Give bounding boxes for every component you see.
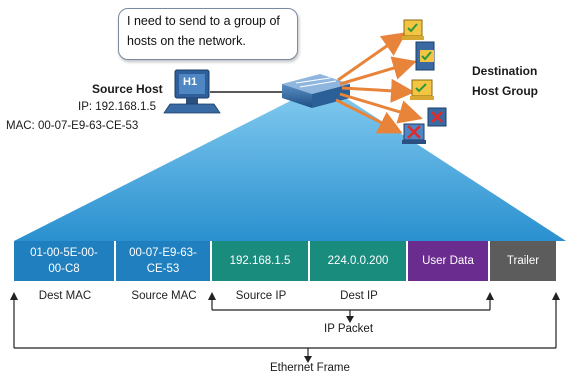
destination-host-5-icon xyxy=(402,123,426,144)
ethernet-frame-label: Ethernet Frame xyxy=(270,362,350,374)
label-dest-mac: Dest MAC xyxy=(38,290,92,302)
dest-mac-line-1: 01-00-5E-00- xyxy=(30,247,98,259)
destination-title-line-1: Destination xyxy=(472,64,538,78)
speech-line-2: hosts on the network. xyxy=(127,34,246,48)
speech-line-1: I need to send to a group of xyxy=(127,14,280,28)
switch-icon xyxy=(282,74,350,108)
ip-packet-label: IP Packet xyxy=(324,323,374,335)
dest-ip-value: 224.0.0.200 xyxy=(327,255,389,267)
destination-title-line-2: Host Group xyxy=(472,84,538,98)
source-mac-line-1: 00-07-E9-63- xyxy=(129,247,197,259)
destination-host-1-icon xyxy=(402,19,424,40)
destination-host-2-icon xyxy=(415,41,435,71)
source-host-pc-icon xyxy=(163,69,221,114)
source-mac: MAC: 00-07-E9-63-CE-53 xyxy=(6,120,139,132)
frame-field-source-ip: 192.168.1.5 xyxy=(212,241,310,281)
frame-field-dest-ip: 224.0.0.200 xyxy=(310,241,408,281)
label-source-mac: Source MAC xyxy=(131,290,197,302)
label-dest-ip: Dest IP xyxy=(340,290,378,302)
source-host-title: Source Host xyxy=(92,82,163,96)
dest-mac-line-2: 00-C8 xyxy=(48,263,80,275)
frame-field-source-mac: 00-07-E9-63- CE-53 xyxy=(116,241,212,281)
destination-host-4-icon xyxy=(427,107,447,127)
label-source-ip: Source IP xyxy=(235,290,287,302)
frame-expansion-beam xyxy=(14,96,566,241)
source-ip-value: 192.168.1.5 xyxy=(229,255,291,267)
frame-field-dest-mac: 01-00-5E-00- 00-C8 xyxy=(14,241,116,281)
frame-field-user-data: User Data xyxy=(408,241,490,281)
destination-host-3-icon xyxy=(410,79,434,100)
source-mac-line-2: CE-53 xyxy=(146,263,180,275)
trailer-value: Trailer xyxy=(506,255,540,267)
host-label: H1 xyxy=(183,76,198,88)
frame-field-trailer: Trailer xyxy=(490,241,556,281)
speech-bubble: I need to send to a group of hosts on th… xyxy=(118,8,298,60)
multicast-arrows xyxy=(335,32,423,134)
user-data-value: User Data xyxy=(422,255,474,267)
source-ip: IP: 192.168.1.5 xyxy=(78,101,157,113)
